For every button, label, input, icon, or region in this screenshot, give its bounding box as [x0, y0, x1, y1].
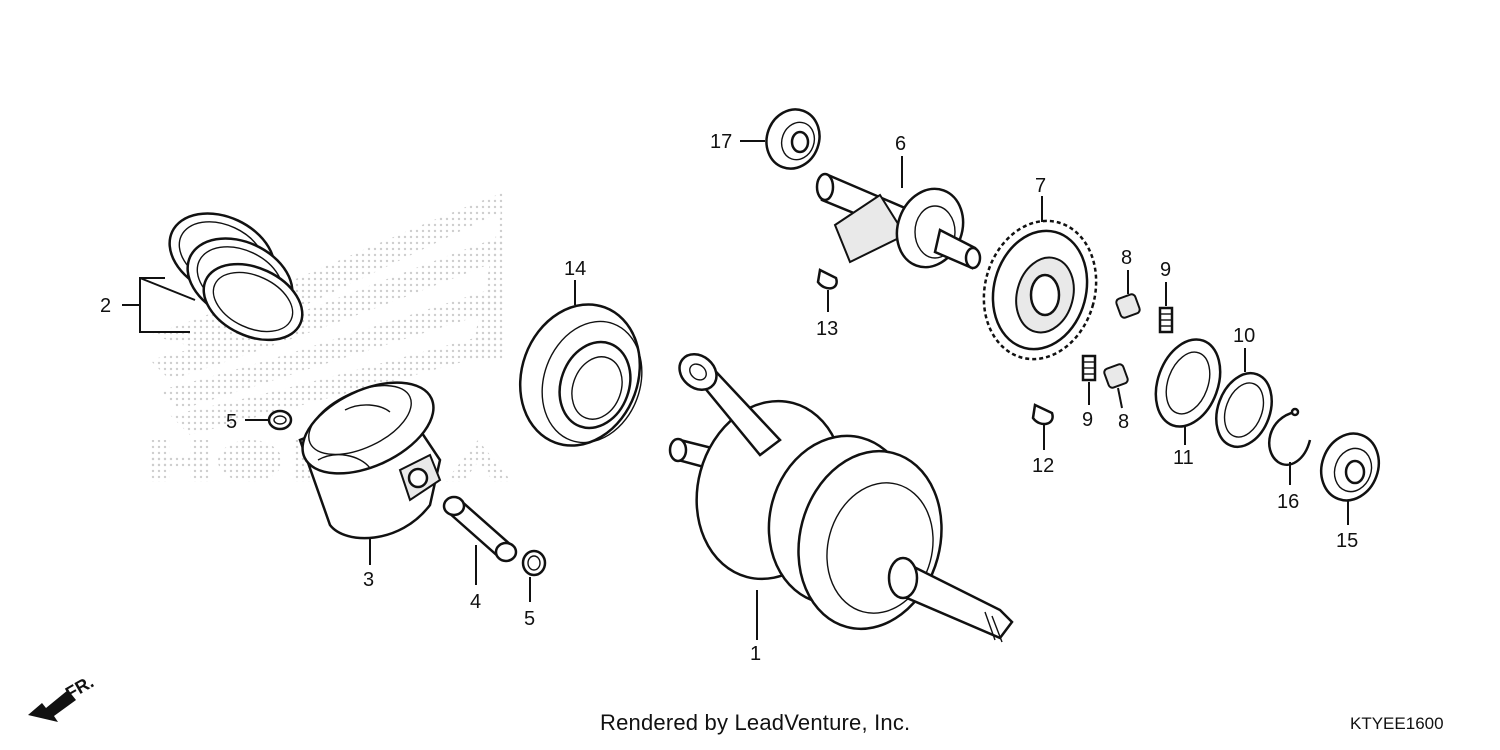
balancer-bearing[interactable]	[758, 102, 827, 176]
woodruff-key-lower[interactable]	[1031, 403, 1054, 426]
callout-8-lower[interactable]: 8	[1118, 411, 1129, 433]
render-credit: Rendered by LeadVenture, Inc.	[600, 710, 911, 735]
piston-ring-set[interactable]	[156, 197, 314, 354]
callout-5-upper[interactable]: 5	[226, 411, 237, 433]
front-direction-arrow-icon	[28, 690, 76, 722]
piston-pin-clip[interactable]	[267, 409, 293, 431]
damper-spring[interactable]	[1158, 306, 1174, 334]
callout-9-upper[interactable]: 9	[1160, 259, 1171, 281]
callout-17[interactable]: 17	[710, 131, 732, 153]
callout-14[interactable]: 14	[564, 258, 586, 280]
crankshaft-assembly[interactable]	[668, 347, 1014, 645]
balancer-shaft[interactable]	[815, 172, 982, 277]
callout-13[interactable]: 13	[816, 318, 838, 340]
callout-6[interactable]: 6	[895, 133, 906, 155]
woodruff-key-upper[interactable]	[816, 268, 838, 290]
piston-pin-clip-lower[interactable]	[521, 549, 547, 577]
callout-5-lower[interactable]: 5	[524, 608, 535, 630]
balancer-drive-gear[interactable]	[969, 208, 1111, 372]
callout-7[interactable]: 7	[1035, 175, 1046, 197]
callout-16[interactable]: 16	[1277, 491, 1299, 513]
damper-rubber-lower[interactable]	[1103, 363, 1129, 389]
thrust-washer[interactable]	[1144, 330, 1231, 435]
piston-pin[interactable]	[442, 495, 518, 563]
callout-2[interactable]: 2	[100, 295, 111, 317]
callout-9-lower[interactable]: 9	[1082, 409, 1093, 431]
crank-bearing-large[interactable]	[501, 288, 659, 463]
damper-rubber[interactable]	[1115, 293, 1141, 319]
piston[interactable]	[288, 364, 447, 540]
callout-8-upper[interactable]: 8	[1121, 247, 1132, 269]
circlip[interactable]	[1268, 407, 1312, 466]
callout-3[interactable]: 3	[363, 569, 374, 591]
callout-10[interactable]: 10	[1233, 325, 1255, 347]
crank-bearing-small[interactable]	[1312, 425, 1388, 508]
diagram-code: KTYEE1600	[1350, 714, 1444, 733]
callout-1[interactable]: 1	[750, 643, 761, 665]
callout-4[interactable]: 4	[470, 591, 481, 613]
plate-washer[interactable]	[1207, 365, 1282, 454]
damper-spring-lower[interactable]	[1081, 354, 1097, 382]
callout-12[interactable]: 12	[1032, 455, 1054, 477]
callout-15[interactable]: 15	[1336, 530, 1358, 552]
callout-11[interactable]: 11	[1173, 447, 1194, 469]
